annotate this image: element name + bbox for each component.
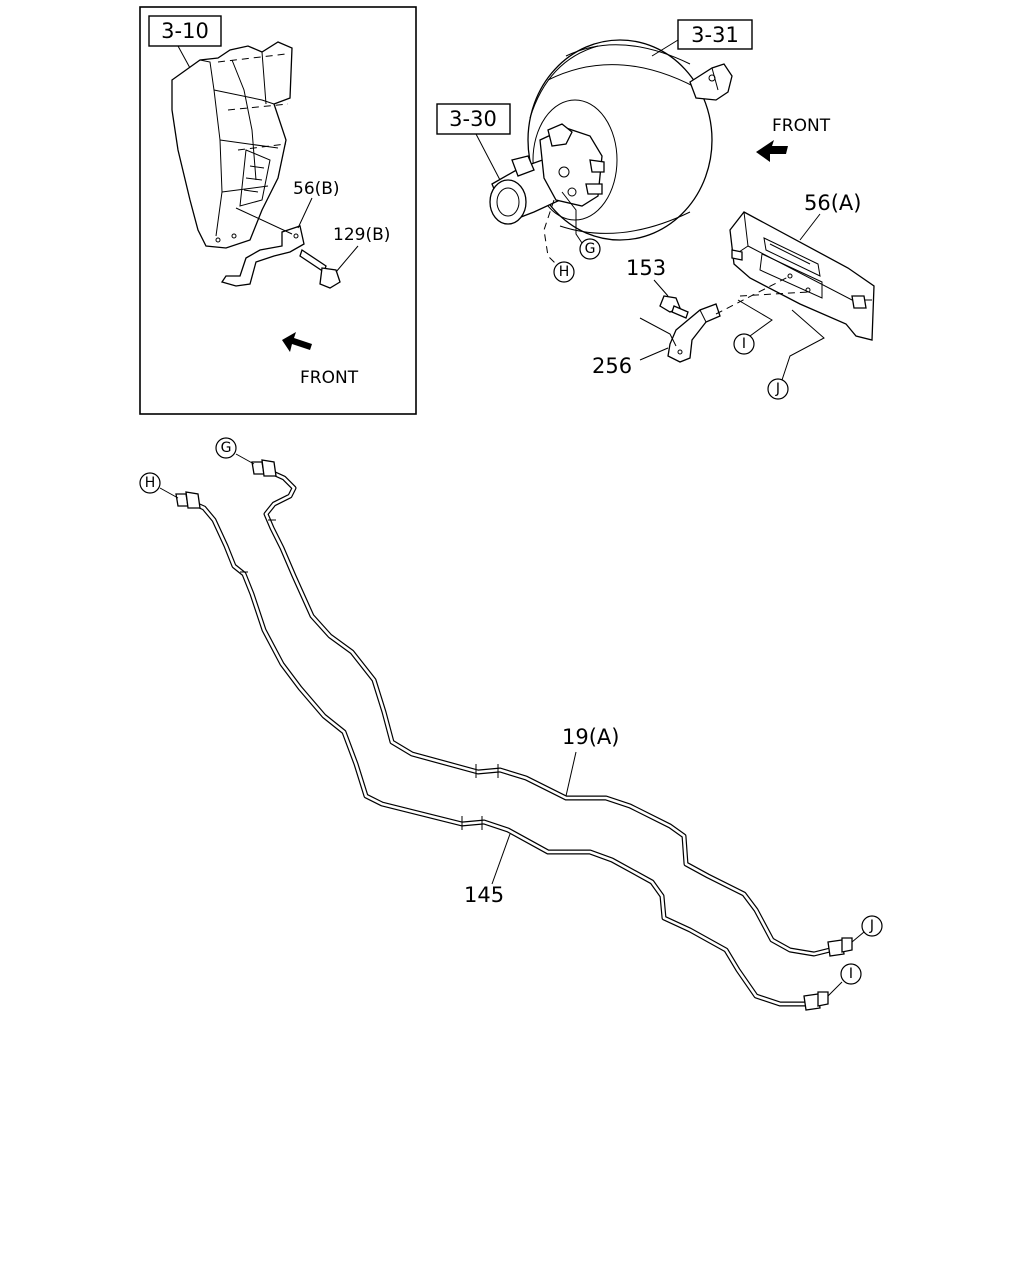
label-56a: 56(A) (804, 191, 861, 215)
connector-i-pipe-label: I (849, 966, 853, 982)
front-label-inset: FRONT (300, 368, 359, 388)
ref-3-10-label: 3-10 (161, 19, 209, 43)
ref-box-3-30[interactable]: 3-30 (436, 103, 511, 135)
connector-j-top[interactable]: J (767, 378, 789, 400)
connector-h-top[interactable]: H (553, 261, 575, 283)
bolt-129b-part (299, 248, 341, 289)
connector-j-pipe[interactable]: J (861, 915, 883, 937)
fitting-h-end (175, 491, 201, 509)
connector-g-top-label: G (585, 241, 596, 257)
label-129b: 129(B) (333, 225, 390, 245)
brake-pipe-19a[interactable] (259, 465, 833, 957)
connector-j-top-label: J (775, 381, 780, 397)
label-145: 145 (464, 883, 504, 907)
label-56b: 56(B) (293, 179, 340, 199)
connector-i-top-label: I (742, 336, 746, 352)
connector-g-pipe[interactable]: G (215, 437, 237, 459)
connector-h-top-label: H (559, 264, 570, 280)
fitting-i-end (803, 991, 829, 1011)
label-19a: 19(A) (562, 725, 619, 749)
connector-j-pipe-label: J (869, 918, 874, 934)
label-256: 256 (592, 354, 632, 378)
master-cylinder-part (489, 123, 605, 225)
ref-box-3-31[interactable]: 3-31 (677, 19, 753, 50)
fitting-j-end (827, 937, 853, 957)
bracket-56a-part (729, 211, 875, 341)
clip-256-part (667, 303, 721, 363)
front-arrow-inset-icon (282, 332, 312, 352)
front-label-main: FRONT (772, 116, 831, 136)
fitting-g-end (251, 459, 277, 477)
bracket-56b-part (220, 207, 305, 287)
connector-h-pipe-label: H (145, 475, 156, 491)
connector-g-pipe-label: G (221, 440, 232, 456)
connector-h-pipe[interactable]: H (139, 472, 161, 494)
brake-pipe-145[interactable] (183, 497, 809, 1007)
inset-panel: 3-10 56(B) (139, 6, 417, 415)
label-153: 153 (626, 256, 666, 280)
ref-3-31-label: 3-31 (691, 23, 739, 47)
ref-3-30-label: 3-30 (449, 107, 497, 131)
connector-i-pipe[interactable]: I (840, 963, 862, 985)
connector-g-top[interactable]: G (579, 238, 601, 260)
connector-i-top[interactable]: I (733, 333, 755, 355)
ref-box-3-10[interactable]: 3-10 (148, 15, 222, 47)
dash-panel-part (171, 41, 293, 249)
bolt-153-part (659, 295, 689, 319)
front-arrow-main-icon (756, 140, 788, 162)
